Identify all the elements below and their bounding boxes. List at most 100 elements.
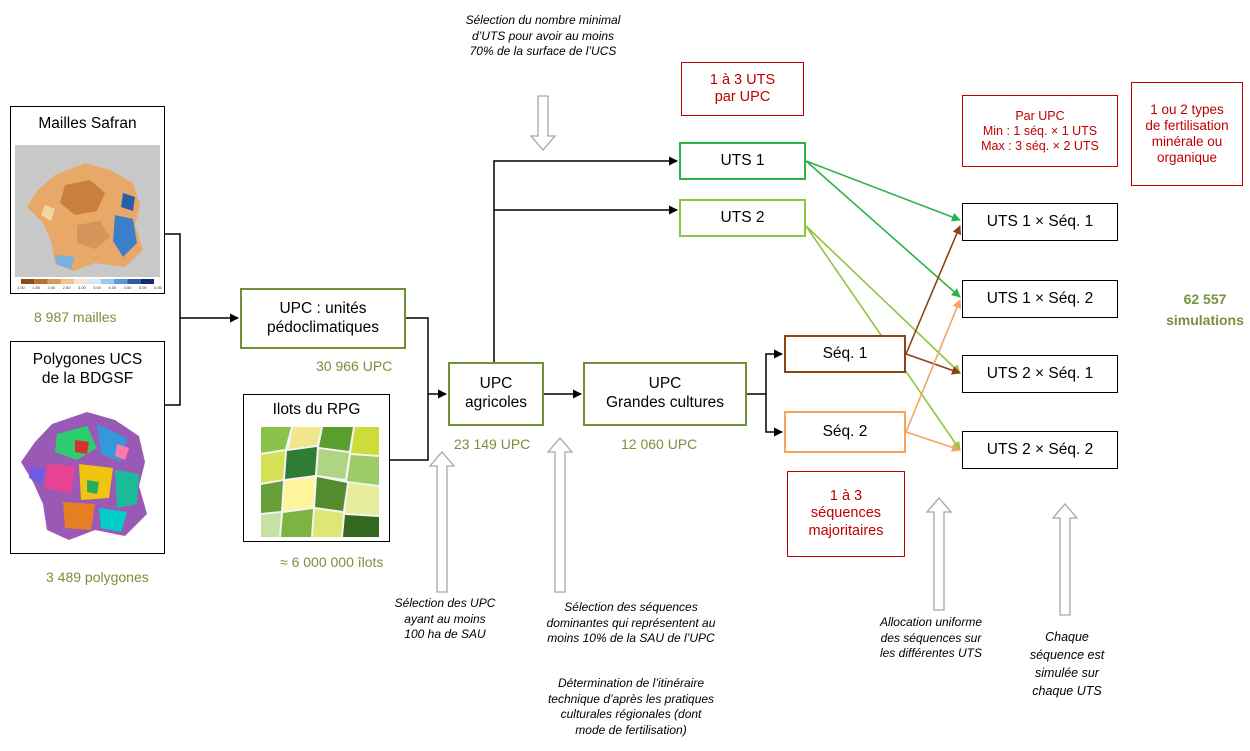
ucs-count: 3 489 polygones: [46, 569, 149, 585]
fertilisation-line3: minérale ou: [1151, 134, 1223, 149]
legend-tick: 4.50: [123, 285, 132, 290]
safran-map-image: [15, 145, 160, 284]
up-hollow-arrow-seq: [546, 437, 574, 593]
note-line: Allocation uniforme: [879, 615, 983, 629]
arrow-seq1-combo1: [905, 225, 962, 355]
up-hollow-arrow-allocation: [925, 497, 953, 611]
rpg-title: Ilots du RPG: [272, 401, 361, 418]
note-line: Chaque: [1045, 630, 1089, 644]
note-line: moins 10% de la SAU de l’UPC: [547, 631, 715, 646]
simulations-label: simulations: [1166, 312, 1244, 328]
arrow-to-uts1: [493, 156, 678, 362]
combo-node: UTS 2 × Séq. 2: [962, 431, 1118, 469]
legend-tick: 2.00: [47, 285, 56, 290]
sequences-box: 1 à 3 séquences majoritaires: [787, 471, 905, 557]
upc-pedo-count: 30 966 UPC: [316, 358, 393, 374]
combo-node: UTS 1 × Séq. 1: [962, 203, 1118, 241]
safran-count: 8 987 mailles: [34, 309, 117, 325]
upc-agri-line1: UPC: [479, 375, 513, 393]
arrow-seq1-combo3: [905, 353, 961, 375]
upc-pedo-node: UPC : unités pédoclimatiques: [240, 288, 406, 349]
note-line: d’UTS pour avoir au moins: [471, 28, 615, 43]
arrow-seq2-combo2: [905, 299, 962, 433]
arrow-uts1-combo1: [805, 160, 961, 222]
fertilisation-line4: organique: [1156, 150, 1218, 166]
rpg-connector: [390, 394, 429, 461]
legend-tick: 1.00: [17, 285, 25, 290]
note-line: séquence est: [1029, 648, 1105, 663]
combo-node: UTS 2 × Séq. 1: [962, 355, 1118, 393]
note-line: technique d’après les pratiques: [547, 691, 715, 706]
par-upc-line1: Par UPC: [1015, 108, 1065, 123]
upc-selection-note: Sélection des UPC ayant au moins 100 ha …: [372, 596, 518, 643]
upc-agri-line2: agricoles: [464, 394, 528, 411]
upc-pedo-line1: UPC : unités: [279, 299, 367, 317]
allocation-note: Allocation uniforme des séquences sur le…: [862, 615, 1000, 662]
fertilisation-box: 1 ou 2 types de fertilisation minérale o…: [1131, 82, 1243, 186]
upc-pedo-line2: pédoclimatiques: [266, 318, 379, 336]
arrow-to-seq1: [747, 349, 783, 395]
rpg-count: ≈ 6 000 000 îlots: [280, 554, 384, 570]
note-line: chaque UTS: [1032, 684, 1102, 699]
legend-tick: 1.50: [32, 285, 41, 290]
upc-gc-node: UPC Grandes cultures: [583, 362, 747, 426]
sequences-line2: séquences: [810, 505, 882, 522]
pedo-connector: [406, 317, 429, 394]
uts-per-upc-box: 1 à 3 UTS par UPC: [681, 62, 804, 116]
uts-per-upc-line2: par UPC: [714, 89, 771, 105]
uts-selection-note: Sélection du nombre minimal d’UTS pour a…: [430, 13, 656, 60]
legend-tick: 5.50: [154, 285, 162, 290]
sources-bracket: [165, 233, 181, 406]
par-upc-box: Par UPC Min : 1 séq. × 1 UTS Max : 3 séq…: [962, 95, 1118, 167]
upc-agri-count: 23 149 UPC: [454, 436, 531, 452]
note-line: Sélection des séquences: [564, 600, 698, 614]
note-line: des séquences sur: [880, 630, 982, 645]
arrow-seq2-combo4: [905, 431, 961, 452]
up-hollow-arrow-upc: [428, 451, 456, 593]
uts1-node: UTS 1: [679, 142, 806, 180]
par-upc-line3: Max : 3 séq. × 2 UTS: [981, 138, 1099, 153]
safran-legend-ticks: 1.00 1.50 2.00 2.50 3.00 3.50 4.00 4.50 …: [17, 285, 162, 290]
arrow-uts2-combo3: [805, 225, 961, 374]
itinerary-note: Détermination de l’itinéraire technique …: [520, 676, 742, 738]
rpg-map-box: Ilots du RPG: [243, 394, 390, 542]
note-line: les différentes UTS: [879, 646, 983, 661]
down-hollow-arrow: [529, 95, 557, 151]
ucs-map-image: [21, 412, 147, 540]
up-hollow-arrow-each: [1051, 503, 1079, 616]
ucs-title-line2: de la BDGSF: [41, 370, 134, 388]
legend-tick: 3.00: [77, 285, 86, 290]
upc-gc-line2: Grandes cultures: [605, 394, 725, 411]
arrow-to-seq2: [765, 394, 783, 437]
par-upc-line2: Min : 1 séq. × 1 UTS: [982, 123, 1098, 138]
fertilisation-line1: 1 ou 2 types: [1150, 101, 1224, 117]
fertilisation-line2: de fertilisation: [1145, 117, 1229, 133]
simulations-result: 62 557 simulations: [1160, 289, 1250, 331]
upc-agri-node: UPC agricoles: [448, 362, 544, 426]
legend-tick: 2.50: [62, 285, 71, 290]
simulations-count: 62 557: [1183, 291, 1227, 307]
note-line: mode de fertilisation): [575, 722, 687, 737]
combo-node: UTS 1 × Séq. 2: [962, 280, 1118, 318]
legend-tick: 5.00: [138, 285, 147, 290]
upc-gc-count: 12 060 UPC: [621, 436, 698, 452]
safran-map-box: Mailles Safran 1.00 1.50 2.00 2.50 3.00 …: [10, 106, 165, 294]
arrow-uts1-combo2: [805, 160, 961, 298]
note-line: culturales régionales (dont: [560, 707, 702, 722]
each-seq-note: Chaque séquence est simulée sur chaque U…: [1012, 628, 1122, 701]
legend-tick: 4.00: [108, 285, 117, 290]
seq-selection-note: Sélection des séquences dominantes qui r…: [520, 600, 742, 647]
uts2-node: UTS 2: [679, 199, 806, 237]
sequences-line1: 1 à 3: [829, 487, 863, 504]
upc-gc-line1: UPC: [648, 375, 682, 393]
note-line: 70% de la surface de l’UCS: [469, 44, 617, 59]
note-line: Sélection du nombre minimal: [465, 13, 621, 27]
ucs-map-box: Polygones UCS de la BDGSF: [10, 341, 165, 554]
note-line: simulée sur: [1035, 666, 1099, 681]
note-line: 100 ha de SAU: [404, 627, 486, 642]
note-line: Sélection des UPC: [394, 596, 496, 610]
ucs-title-line1: Polygones UCS: [32, 351, 143, 368]
sequences-line3: majoritaires: [808, 522, 884, 539]
seq1-node: Séq. 1: [784, 335, 906, 373]
note-line: dominantes qui représentent au: [546, 615, 716, 630]
